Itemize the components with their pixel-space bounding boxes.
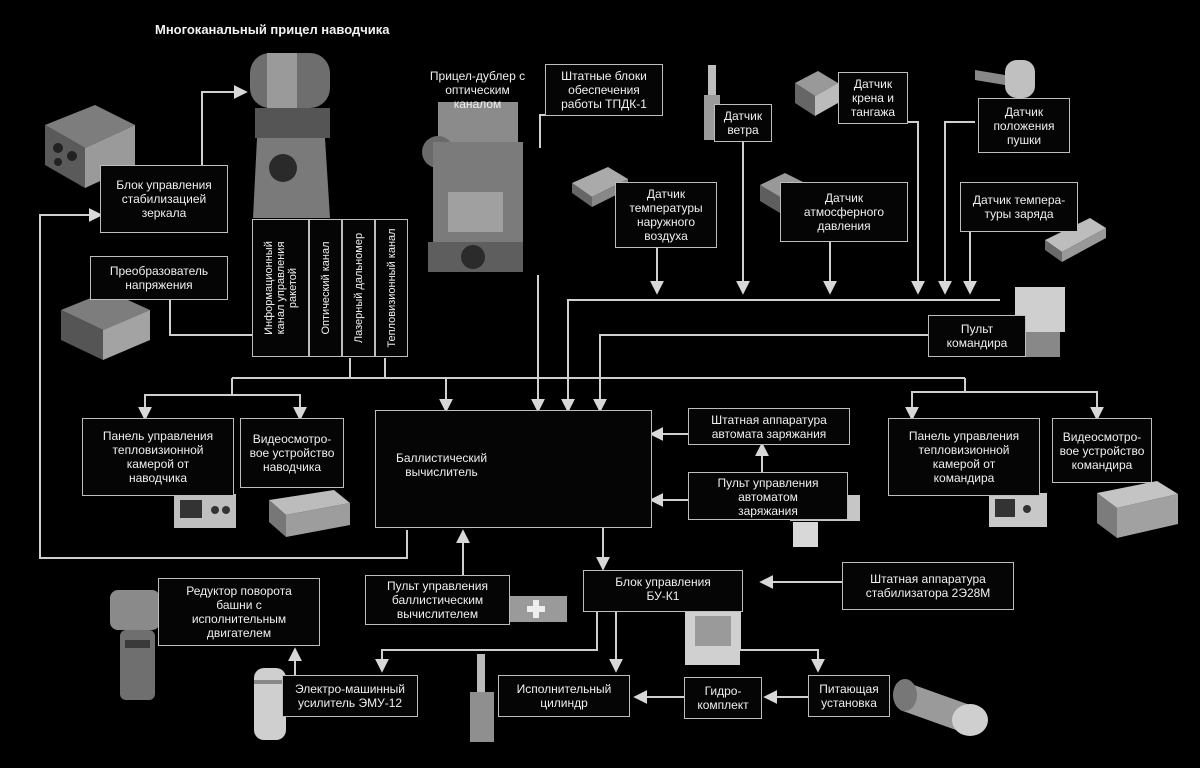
gun-position-sensor-image — [975, 60, 1035, 98]
turret-reducer-block: Редуктор поворота башни с исполнительным… — [158, 578, 320, 646]
roll-pitch-sensor-image — [795, 71, 838, 116]
gunner-panel-image — [174, 494, 236, 528]
ballistic-computer-block: Баллистический вычислитель — [375, 410, 652, 528]
gunner-video-block: Видеосмотро- вое устройство наводчика — [240, 418, 344, 488]
commander-video-block: Видеосмотро- вое устройство командира — [1052, 418, 1152, 483]
voltage-converter-image — [61, 291, 150, 360]
diagram-title: Многоканальный прицел наводчика — [155, 22, 390, 37]
autoloader-equipment-block: Штатная аппаратура автомата заряжания — [688, 408, 850, 445]
sight-duplicate-label: Прицел-дублер с оптическим каналом — [429, 69, 526, 111]
gunner-video-image — [269, 490, 350, 537]
sight-duplicate-image — [422, 102, 523, 272]
bu-k1-control-block: Блок управления БУ-К1 — [583, 570, 743, 612]
charge-temp-sensor-image — [1045, 218, 1106, 262]
commander-console-block: Пульт командира — [928, 315, 1026, 357]
cylinder-image — [470, 654, 494, 742]
charge-temperature-sensor-block: Датчик темпера- туры заряда — [960, 182, 1078, 232]
laser-rangefinder-block: Лазерный дальномер — [342, 219, 375, 357]
ballistic-console-block: Пульт управления баллистическим вычислит… — [365, 575, 510, 625]
bu-k1-image — [685, 603, 740, 665]
air-temperature-sensor-block: Датчик температуры наружного воздуха — [615, 182, 717, 248]
tpdk-support-block: Штатные блоки обеспечения работы ТПДК-1 — [545, 64, 663, 116]
mirror-stab-unit-image — [45, 105, 135, 188]
stabilizer-equipment-block: Штатная аппаратура стабилизатора 2Э28М — [842, 562, 1014, 610]
commander-panel-image — [989, 493, 1047, 527]
emu-amplifier-block: Электро-машинный усилитель ЭМУ-12 — [282, 675, 418, 717]
turret-reducer-image — [110, 590, 160, 700]
ballistic-console-image — [503, 596, 567, 622]
hydro-kit-block: Гидро- комплект — [684, 677, 762, 719]
commander-thermal-panel-block: Панель управления тепловизионной камерой… — [888, 418, 1040, 496]
info-channel-block: Информационный канал управления ракетой — [252, 219, 309, 357]
mirror-stabilization-block: Блок управления стабилизацией зеркала — [100, 165, 228, 233]
commander-video-image — [1097, 481, 1178, 538]
actuator-cylinder-block: Исполнительный цилиндр — [498, 675, 630, 717]
gunner-thermal-panel-block: Панель управления тепловизионной камерой… — [82, 418, 234, 496]
gunner-sight-image — [250, 53, 330, 218]
emu-image — [254, 668, 286, 740]
voltage-converter-block: Преобразователь напряжения — [90, 256, 228, 300]
autoloader-console-block: Пульт управления автоматом заряжания — [688, 472, 848, 520]
wind-sensor-block: Датчик ветра — [714, 104, 772, 142]
gun-position-sensor-block: Датчик положения пушки — [978, 98, 1070, 153]
optical-channel-block: Оптический канал — [309, 219, 342, 357]
thermal-channel-block: Тепловизионный канал — [375, 219, 408, 357]
power-unit-block: Питающая установка — [808, 675, 890, 717]
pressure-sensor-block: Датчик атмосферного давления — [780, 182, 908, 242]
power-unit-image — [893, 679, 988, 736]
roll-pitch-sensor-block: Датчик крена и тангажа — [838, 72, 908, 124]
